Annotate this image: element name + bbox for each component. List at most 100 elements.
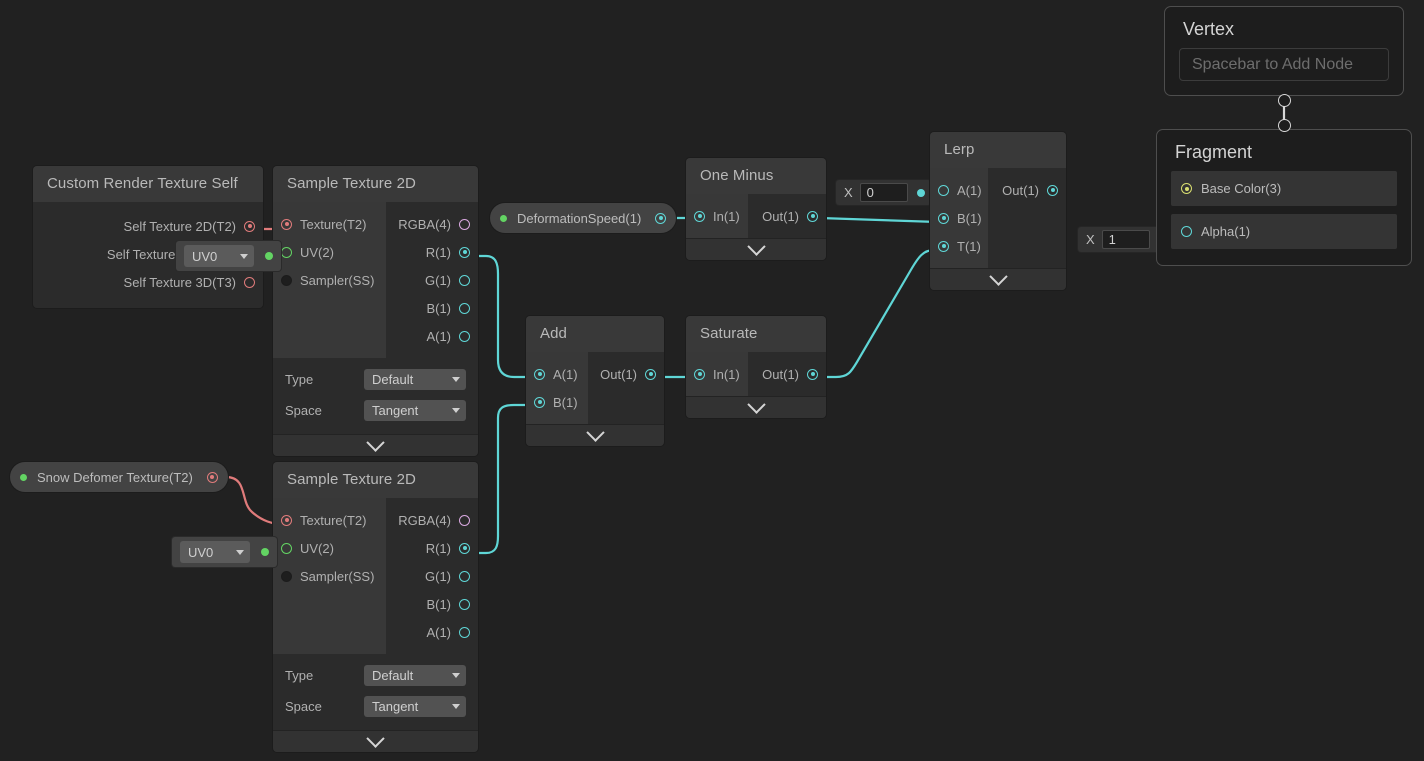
- port-sampler-icon[interactable]: [281, 274, 292, 286]
- port-rgba-icon[interactable]: [459, 218, 470, 230]
- port-out-icon[interactable]: [807, 210, 818, 222]
- port-b-icon[interactable]: [459, 302, 470, 314]
- port-out-icon[interactable]: [645, 368, 656, 380]
- property-node-deformation-speed[interactable]: DeformationSpeed(1): [490, 203, 677, 233]
- output-slot-a[interactable]: A(1): [386, 618, 478, 646]
- vertex-connector-knob-top[interactable]: [1278, 94, 1291, 107]
- port-texture-2d-icon[interactable]: [244, 220, 255, 232]
- master-stack-fragment[interactable]: Fragment Base Color(3) Alpha(1): [1156, 129, 1412, 266]
- port-vector1-icon[interactable]: [655, 212, 667, 224]
- output-slot-b[interactable]: B(1): [386, 294, 478, 322]
- value-input[interactable]: 1: [1101, 230, 1150, 249]
- port-in-icon[interactable]: [694, 210, 705, 222]
- param-row-type[interactable]: Type Default: [273, 364, 478, 395]
- input-slot-b[interactable]: B(1): [526, 388, 588, 416]
- input-slot-in[interactable]: In(1): [686, 360, 748, 388]
- param-space-dropdown[interactable]: Tangent: [364, 400, 466, 421]
- output-slot[interactable]: Self Texture 2D(T2): [33, 212, 263, 240]
- port-texture-3d-icon[interactable]: [244, 276, 255, 288]
- collapse-toggle[interactable]: [273, 729, 478, 752]
- param-space-dropdown[interactable]: Tangent: [364, 696, 466, 717]
- block-alpha[interactable]: Alpha(1): [1171, 214, 1397, 249]
- uv0-dropdown-widget-bottom[interactable]: UV0: [172, 537, 277, 567]
- collapse-toggle[interactable]: [686, 395, 826, 418]
- node-add[interactable]: Add A(1) B(1) Out(1): [526, 316, 664, 446]
- port-out-icon[interactable]: [1047, 184, 1058, 196]
- input-slot-a[interactable]: A(1): [930, 176, 988, 204]
- input-slot-texture[interactable]: Texture(T2): [273, 210, 386, 238]
- port-texture-icon[interactable]: [206, 471, 218, 483]
- param-type-dropdown[interactable]: Default: [364, 369, 466, 390]
- output-slot-r[interactable]: R(1): [386, 238, 478, 266]
- port-g-icon[interactable]: [459, 274, 470, 286]
- port-uv-icon[interactable]: [281, 542, 292, 554]
- output-slot-rgba[interactable]: RGBA(4): [386, 506, 478, 534]
- output-slot-out[interactable]: Out(1): [588, 360, 664, 388]
- port-g-icon[interactable]: [459, 570, 470, 582]
- param-row-space[interactable]: Space Tangent: [273, 691, 478, 722]
- input-slot-b[interactable]: B(1): [930, 204, 988, 232]
- node-saturate[interactable]: Saturate In(1) Out(1): [686, 316, 826, 418]
- collapse-toggle[interactable]: [526, 423, 664, 446]
- port-sampler-icon[interactable]: [281, 570, 292, 582]
- output-slot-out[interactable]: Out(1): [988, 176, 1066, 204]
- node-one-minus[interactable]: One Minus In(1) Out(1): [686, 158, 826, 260]
- port-texture-icon[interactable]: [281, 218, 292, 230]
- port-alpha-icon[interactable]: [1181, 226, 1192, 237]
- collapse-toggle[interactable]: [273, 433, 478, 456]
- node-custom-render-texture-self[interactable]: Custom Render Texture Self Self Texture …: [33, 166, 263, 308]
- property-node-snow-deformer-texture[interactable]: Snow Defomer Texture(T2): [10, 462, 228, 492]
- output-slot-g[interactable]: G(1): [386, 562, 478, 590]
- uv-channel-dropdown[interactable]: UV0: [184, 245, 254, 267]
- input-slot-uv[interactable]: UV(2): [273, 238, 386, 266]
- port-a-icon[interactable]: [938, 184, 949, 196]
- uv-channel-dropdown[interactable]: UV0: [180, 541, 250, 563]
- port-texture-icon[interactable]: [281, 514, 292, 526]
- node-lerp[interactable]: Lerp A(1) B(1) T(1) Out(1): [930, 132, 1066, 290]
- collapse-toggle[interactable]: [930, 267, 1066, 290]
- value-input[interactable]: 0: [859, 183, 908, 202]
- input-slot-uv[interactable]: UV(2): [273, 534, 386, 562]
- uv0-dropdown-widget-top[interactable]: UV0: [176, 241, 281, 271]
- output-slot[interactable]: Self Texture 3D(T3): [33, 268, 263, 296]
- node-sample-texture-2d-bottom[interactable]: Sample Texture 2D Texture(T2) UV(2) Samp…: [273, 462, 478, 752]
- master-stack-vertex[interactable]: Vertex Spacebar to Add Node: [1164, 6, 1404, 96]
- port-a-icon[interactable]: [459, 330, 470, 342]
- output-slot-a[interactable]: A(1): [386, 322, 478, 350]
- port-b-icon[interactable]: [459, 598, 470, 610]
- output-slot-out[interactable]: Out(1): [748, 360, 826, 388]
- port-b-icon[interactable]: [938, 212, 949, 224]
- port-out-icon[interactable]: [807, 368, 818, 380]
- uv-output-dot-icon[interactable]: [265, 252, 273, 260]
- port-b-icon[interactable]: [534, 396, 545, 408]
- lerp-a-value-widget[interactable]: X 0: [836, 180, 931, 205]
- input-slot-sampler[interactable]: Sampler(SS): [273, 266, 386, 294]
- output-slot-rgba[interactable]: RGBA(4): [386, 210, 478, 238]
- output-slot-out[interactable]: Out(1): [748, 202, 826, 230]
- uv-output-dot-icon[interactable]: [261, 548, 269, 556]
- port-uv-icon[interactable]: [281, 246, 292, 258]
- value-output-dot-icon[interactable]: [916, 188, 925, 197]
- input-slot-sampler[interactable]: Sampler(SS): [273, 562, 386, 590]
- output-slot-g[interactable]: G(1): [386, 266, 478, 294]
- port-a-icon[interactable]: [459, 626, 470, 638]
- port-rgba-icon[interactable]: [459, 514, 470, 526]
- param-row-type[interactable]: Type Default: [273, 660, 478, 691]
- port-in-icon[interactable]: [694, 368, 705, 380]
- block-base-color[interactable]: Base Color(3): [1171, 171, 1397, 206]
- collapse-toggle[interactable]: [686, 237, 826, 260]
- input-slot-a[interactable]: A(1): [526, 360, 588, 388]
- output-slot-r[interactable]: R(1): [386, 534, 478, 562]
- input-slot-texture[interactable]: Texture(T2): [273, 506, 386, 534]
- input-slot-in[interactable]: In(1): [686, 202, 748, 230]
- param-row-space[interactable]: Space Tangent: [273, 395, 478, 426]
- port-t-icon[interactable]: [938, 240, 949, 252]
- param-type-dropdown[interactable]: Default: [364, 665, 466, 686]
- port-a-icon[interactable]: [534, 368, 545, 380]
- port-r-icon[interactable]: [459, 542, 470, 554]
- output-slot-b[interactable]: B(1): [386, 590, 478, 618]
- input-slot-t[interactable]: T(1): [930, 232, 988, 260]
- port-r-icon[interactable]: [459, 246, 470, 258]
- add-node-hint[interactable]: Spacebar to Add Node: [1179, 48, 1389, 81]
